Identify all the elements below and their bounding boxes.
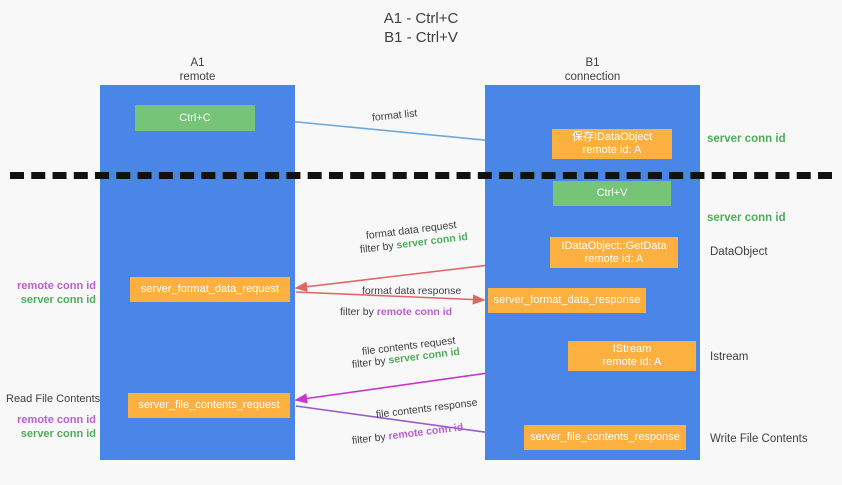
filter-prefix: filter by (351, 354, 390, 371)
node-server-format-data-request[interactable]: server_format_data_request (130, 277, 290, 302)
column-header-a1: A1 remote (179, 57, 216, 83)
node-ctrl-v[interactable]: Ctrl+V (553, 181, 671, 206)
label-dataobject: DataObject (710, 246, 768, 258)
filter-prefix: filter by (340, 306, 377, 318)
node-server-format-data-response[interactable]: server_format_data_response (488, 288, 646, 313)
node-idataobject-getdata[interactable]: IDataObject::GetData remote id: A (550, 237, 678, 268)
label-server-conn-id-2: server conn id (20, 428, 96, 440)
label-read-file-contents: Read File Contents (6, 393, 101, 405)
node-server-file-contents-request[interactable]: server_file_contents_request (128, 393, 290, 418)
label-istream: Istream (710, 351, 749, 363)
label-conn-ids-file: remote conn id server conn id (8, 413, 96, 441)
filter-prefix: filter by (351, 430, 390, 447)
node-istream[interactable]: IStream remote id: A (568, 341, 696, 371)
node-ctrl-c[interactable]: Ctrl+C (135, 105, 255, 131)
label-remote-conn-id-2: remote conn id (17, 414, 96, 426)
flow-label-format-list: format list (371, 107, 418, 124)
label-server-conn-id-mid: server conn id (707, 212, 786, 224)
column-header-b1: B1 connection (564, 57, 621, 83)
flow-label-file-contents-response-filter: filter by remote conn id (351, 420, 464, 448)
filter-key-remote-conn-id: remote conn id (387, 421, 464, 443)
label-conn-ids-format: remote conn id server conn id (8, 279, 96, 307)
label-write-file-contents: Write File Contents (710, 433, 808, 445)
filter-prefix: filter by (359, 239, 398, 256)
node-server-file-contents-response[interactable]: server_file_contents_response (524, 425, 686, 450)
flow-label-format-data-response-filter: filter by remote conn id (340, 305, 452, 319)
label-remote-conn-id-1: remote conn id (17, 280, 96, 292)
label-read-file-contents-group: Read File Contents (6, 392, 101, 406)
dashed-divider (10, 172, 832, 179)
label-server-conn-id-top: server conn id (707, 133, 786, 145)
filter-key-remote-conn-id: remote conn id (376, 306, 453, 318)
label-server-conn-id-1: server conn id (20, 294, 96, 306)
page-title: A1 - Ctrl+C B1 - Ctrl+V (383, 10, 459, 46)
flow-label-format-data-response: format data response (362, 285, 462, 297)
flow-label-file-contents-response: file contents response (375, 396, 479, 421)
node-save-idataobject[interactable]: 保存IDataObject remote id: A (552, 129, 672, 159)
